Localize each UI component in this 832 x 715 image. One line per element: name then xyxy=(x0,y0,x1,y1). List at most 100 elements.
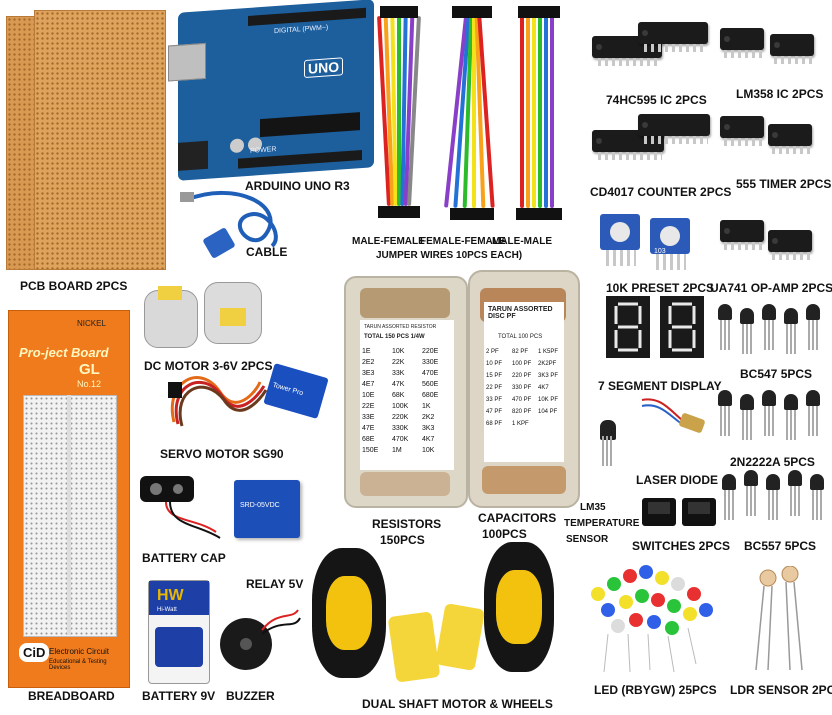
laser-diode-image xyxy=(641,398,705,433)
battery-cap-label: BATTERY CAP xyxy=(142,551,226,565)
battery-cap-image xyxy=(140,476,221,539)
ic-lm358-label: LM358 IC 2PCS xyxy=(736,87,824,101)
resistor-value: 10K xyxy=(422,447,435,454)
capacitor-value: 47 PF xyxy=(486,409,503,415)
seven-segment-image xyxy=(606,296,706,370)
resistor-value: 3E3 xyxy=(362,370,375,377)
jumper-wires-male-female-image xyxy=(377,6,422,228)
lm35-label-1: LM35 xyxy=(580,502,606,513)
capacitor-value: 1 K5PF xyxy=(538,349,559,355)
male-male-label: MALE-MALE xyxy=(492,236,552,247)
servo-motor-image: Tower Pro xyxy=(160,352,336,446)
ldr-sensor-label: LDR SENSOR 2PCS xyxy=(730,683,832,697)
preset-10k-label: 10K PRESET 2PCS xyxy=(606,281,715,295)
capacitor-box-title: TARUN ASSORTED DISC PF xyxy=(488,306,553,320)
capacitor-value xyxy=(538,418,564,430)
resistor-value: 100K xyxy=(392,403,409,410)
buzzer-image xyxy=(220,609,301,670)
breadboard-bottom-text-1: Electronic Circuit xyxy=(49,647,110,656)
resistor-value: 3K3 xyxy=(422,425,435,432)
capacitor-value: 820 PF xyxy=(512,409,532,415)
usb-cable-image xyxy=(180,190,278,258)
pcb-board-label: PCB BOARD 2PCS xyxy=(20,279,128,293)
bc547-image xyxy=(716,304,826,360)
resistor-value: 1E xyxy=(362,348,371,355)
relay-model-text: SRD-05VDC xyxy=(240,502,280,509)
capacitor-value: 68 PF xyxy=(486,421,503,427)
resistor-value: 2K2 xyxy=(422,414,435,421)
switches-label: SWITCHES 2PCS xyxy=(632,539,731,553)
n2222a-label: 2N2222A 5PCS xyxy=(730,455,815,469)
uno-logo: UNO xyxy=(304,57,344,79)
capacitor-value: 82 PF xyxy=(512,349,529,355)
resistor-value: 4K7 xyxy=(422,436,435,443)
lm35-label-3: SENSOR xyxy=(566,534,609,545)
capacitor-value: 33 PF xyxy=(486,397,503,403)
resistor-box-total: TOTAL 150 PCS 1/4W xyxy=(364,334,425,340)
capacitor-value: 10K PF xyxy=(538,397,559,403)
power-header-text: POWER xyxy=(250,145,277,155)
preset-10k-image: 103 xyxy=(600,214,700,274)
bc557-label: BC557 5PCS xyxy=(744,539,817,553)
capacitor-value: 330 PF xyxy=(512,385,532,391)
battery-sub-text: Hi-Watt xyxy=(157,607,177,613)
breadboard-model-no-text: No.12 xyxy=(77,379,102,389)
pcb-board-image xyxy=(6,10,166,272)
resistor-value: 22K xyxy=(392,359,405,366)
resistor-value: 47E xyxy=(362,425,375,432)
timer-555-image xyxy=(720,110,824,170)
resistors-label-2: 150PCS xyxy=(380,533,425,547)
capacitor-value: 100 PF xyxy=(512,361,532,367)
capacitor-value: 220 PF xyxy=(512,373,532,379)
dc-motor-label: DC MOTOR 3-6V 2PCS xyxy=(144,359,273,373)
resistor-value: 330E xyxy=(422,359,439,366)
resistor-value: 220K xyxy=(392,414,409,421)
resistor-value: 33K xyxy=(392,370,405,377)
ic-74hc595-label: 74HC595 IC 2PCS xyxy=(606,93,707,107)
resistor-value: 220E xyxy=(422,348,439,355)
cid-logo: CiD xyxy=(19,643,50,662)
dc-motor-image xyxy=(140,280,270,354)
resistor-value: 680E xyxy=(422,392,439,399)
relay-image: SRD-05VDC xyxy=(234,480,300,538)
servo-label: SERVO MOTOR SG90 xyxy=(160,447,284,461)
breadboard-box-image: NICKEL Pro-ject Board GL No.12 CiD Elect… xyxy=(8,310,130,688)
female-female-label: FEMALE-FEMALE xyxy=(420,236,506,247)
ua741-image xyxy=(720,212,824,270)
bc557-image xyxy=(722,470,832,526)
laser-diode-label: LASER DIODE xyxy=(636,473,719,487)
ldr-sensor-image xyxy=(755,566,803,671)
ic-lm358-image xyxy=(720,20,824,76)
jumper-wires-label: JUMPER WIRES 10PCS EACH) xyxy=(376,250,523,261)
resistor-value: 330K xyxy=(392,425,409,432)
resistor-value: 1K xyxy=(422,403,431,410)
arduino-label: ARDUINO UNO R3 xyxy=(245,179,350,193)
arduino-board-image: UNO DIGITAL (PWM~) POWER xyxy=(168,0,374,181)
led-label: LED (RBYGW) 25PCS xyxy=(594,683,717,697)
switches-image xyxy=(642,494,722,534)
capacitor-box-total: TOTAL 100 PCS xyxy=(498,334,543,340)
male-female-label: MALE-FEMALE xyxy=(352,236,425,247)
resistor-value: 10K xyxy=(392,348,405,355)
capacitor-value: 2 PF xyxy=(486,349,499,355)
resistor-value: 68E xyxy=(362,436,375,443)
seven-segment-label: 7 SEGMENT DISPLAY xyxy=(598,379,722,393)
resistor-value: 470E xyxy=(422,370,439,377)
timer-555-label: 555 TIMER 2PCS xyxy=(736,177,832,191)
resistor-value: 68K xyxy=(392,392,405,399)
resistors-label-1: RESISTORS xyxy=(372,517,442,531)
breadboard-brand-text: Pro-ject Board xyxy=(19,345,109,360)
bc547-label: BC547 5PCS xyxy=(740,367,813,381)
resistor-value: 4E7 xyxy=(362,381,375,388)
preset-code-text: 103 xyxy=(654,248,666,255)
ic-74hc595-image xyxy=(592,22,718,82)
resistor-value: 47K xyxy=(392,381,405,388)
capacitor-value: 4K7 xyxy=(538,385,549,391)
resistor-box-title: TARUN ASSORTED RESISTOR xyxy=(364,324,437,330)
capacitor-value: 15 PF xyxy=(486,373,503,379)
resistor-box-image: TARUN ASSORTED RESISTOR TOTAL 150 PCS 1/… xyxy=(344,276,468,508)
capacitor-value: 2K2PF xyxy=(538,361,557,367)
resistor-value: 560E xyxy=(422,381,439,388)
